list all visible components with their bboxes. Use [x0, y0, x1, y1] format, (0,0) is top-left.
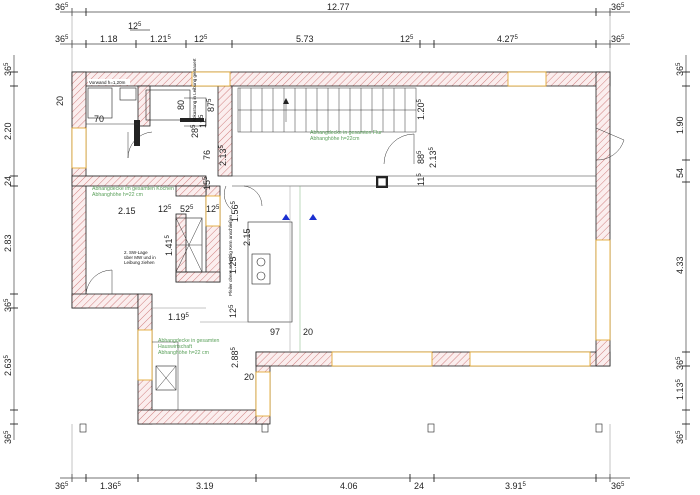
dim-bottom-0: 365 — [55, 481, 69, 491]
dim-int-4: 125 — [198, 114, 208, 128]
dim-int-9: 885 — [416, 150, 426, 164]
dim-bottom-2: 3.19 — [196, 481, 214, 491]
dim-top-extra-0: 125 — [128, 21, 142, 31]
dim-top-outer-0: 365 — [55, 2, 69, 12]
dim-int-17: 1.415 — [164, 234, 174, 256]
note-vorwand: Vorwand h=1,20m — [89, 80, 126, 85]
dim-int-0: 20 — [55, 96, 65, 106]
windows — [71, 71, 611, 417]
dim-bottom-4: 24 — [414, 481, 424, 491]
note-abhang-hwr-1: Abhangdecke in gesamten — [158, 338, 220, 344]
dim-int-13: 125 — [158, 204, 172, 214]
dim-bottom-3: 4.06 — [340, 481, 358, 491]
note-abhang-flur-1: Abhangdecke in gesamten Flur — [310, 130, 382, 136]
dim-right-3: 4.33 — [675, 256, 685, 274]
note-abhang-kochen-2: Abhanghöhe h=22 cm — [92, 192, 143, 198]
dim-top-outer-2: 365 — [611, 2, 625, 12]
dim-right-2: 54 — [675, 168, 685, 178]
dim-top-inner-1: 1.18 — [100, 34, 118, 44]
dim-top-inner-7: 365 — [611, 34, 625, 44]
dim-int-2: 80 — [176, 100, 186, 110]
dim-int-5: 285 — [190, 124, 200, 138]
dim-int-12: 2.15 — [118, 206, 136, 216]
dim-left-2: 24 — [3, 176, 13, 186]
dim-int-23: 20 — [303, 327, 313, 337]
dim-int-20: 1.195 — [168, 312, 190, 322]
dim-bottom-1: 1.365 — [100, 481, 122, 491]
dim-top-inner-2: 1.215 — [150, 34, 172, 44]
dim-int-22: 97 — [270, 327, 280, 337]
markers — [282, 214, 317, 220]
dim-int-24: 2.885 — [230, 346, 240, 368]
note-pfeiler: Pfeiler oben und mittig Kern anschließen — [228, 214, 233, 296]
dim-top-outer-1: 12.77 — [327, 2, 350, 12]
dim-int-10: 2.135 — [428, 146, 438, 168]
dim-top-inner-0: 365 — [55, 34, 69, 44]
dimension-lines — [10, 8, 690, 482]
note-abhang-flur-2: Abhanghöhe h=22cm — [310, 136, 359, 142]
note-abkastung: Abkastung in Leibung gemauert — [192, 58, 197, 122]
dim-left-1: 2.20 — [3, 122, 13, 140]
dim-int-3: 875 — [206, 98, 216, 112]
bath-fixtures — [86, 87, 207, 146]
dim-int-6: 76 — [202, 150, 212, 160]
note-abhang-hwr-3: Abhanghöhe h=22 cm — [158, 350, 209, 356]
dim-top-inner-4: 5.73 — [296, 34, 314, 44]
dim-bottom-6: 365 — [611, 481, 625, 491]
dim-left-4: 365 — [3, 298, 13, 312]
dim-bottom-5: 3.915 — [505, 481, 527, 491]
dim-left-3: 2.83 — [3, 234, 13, 252]
dim-int-8: 1.205 — [416, 98, 426, 120]
dim-int-19: 2.15 — [242, 228, 252, 246]
dim-right-0: 365 — [675, 62, 685, 76]
note-abhang-hwr-2: Hauswirtschaft — [158, 344, 193, 350]
dim-left-5: 2.635 — [3, 354, 13, 376]
note-sw-lage-2: über MW und in — [124, 255, 156, 260]
staircase — [237, 87, 417, 133]
kitchen-fixtures — [152, 176, 388, 410]
dim-int-21: 125 — [228, 304, 238, 318]
dim-left-6: 365 — [3, 430, 13, 444]
dim-left-0: 365 — [3, 62, 13, 76]
outer-walls — [71, 71, 611, 425]
dim-top-inner-6: 4.275 — [497, 34, 519, 44]
dimension-texts: 365 12.77 365 125 365 1.18 1.215 125 5.7… — [3, 2, 685, 491]
plan-notes: Vorwand h=1,20m Abkastung in Leibung gem… — [88, 58, 382, 356]
dim-int-16: 1.565 — [230, 200, 240, 222]
dim-int-26: 155 — [202, 176, 212, 190]
dim-int-14: 525 — [180, 204, 194, 214]
dim-int-1: 70 — [94, 114, 104, 124]
interior-lines — [86, 175, 596, 352]
dim-right-6: 365 — [675, 430, 685, 444]
note-abhang-kochen-1: Abhangdecke im gesamten Kochen — [92, 186, 174, 192]
dim-int-18: 1.25 — [228, 256, 238, 274]
dim-int-7: 2.135 — [218, 144, 228, 166]
dim-right-1: 1.90 — [675, 116, 685, 134]
dim-int-11: 115 — [416, 173, 426, 186]
dim-int-15: 125 — [206, 204, 220, 214]
dim-top-inner-5: 125 — [400, 34, 414, 44]
dim-right-5: 1.135 — [675, 378, 685, 400]
note-sw-lage-3: Leibung ziehen — [124, 260, 155, 265]
note-sw-lage: 2. SW-Lage — [124, 250, 148, 255]
interior-dimensions: 20 70 80 875 125 285 76 2.135 1.205 885 … — [55, 96, 438, 382]
dim-top-inner-3: 125 — [194, 34, 208, 44]
dim-right-4: 365 — [675, 356, 685, 370]
foundation-marks — [79, 423, 603, 433]
dim-int-25: 20 — [244, 372, 254, 382]
